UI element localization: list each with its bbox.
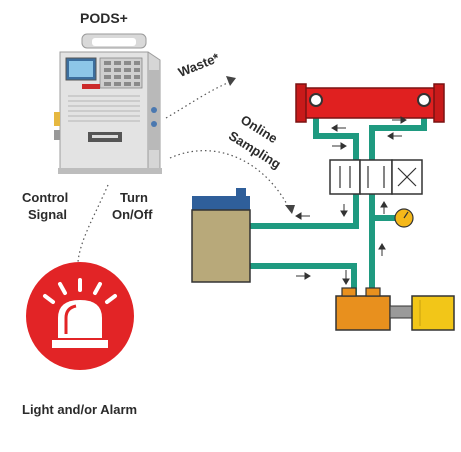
- oil-tank: [191, 188, 251, 283]
- turn-label: Turn: [120, 190, 148, 205]
- control-label: Control: [22, 190, 69, 205]
- pods-device-icon: [54, 33, 162, 174]
- pressure-gauge: [394, 208, 414, 228]
- signal-dotted-lines: [77, 81, 291, 263]
- device-title: PODS+: [80, 10, 128, 26]
- onoff-label: On/Off: [112, 207, 153, 222]
- alarm-light-icon: [26, 262, 134, 370]
- sampling-arrow-head: [285, 205, 295, 214]
- waste-arrow-head: [226, 76, 236, 86]
- directional-valve: [329, 159, 423, 195]
- light-alarm-label: Light and/or Alarm: [22, 402, 138, 417]
- hydraulic-cylinder: [295, 83, 445, 123]
- pump-motor: [335, 287, 455, 331]
- flow-arrows: [295, 116, 407, 285]
- signal-label: Signal: [28, 207, 68, 222]
